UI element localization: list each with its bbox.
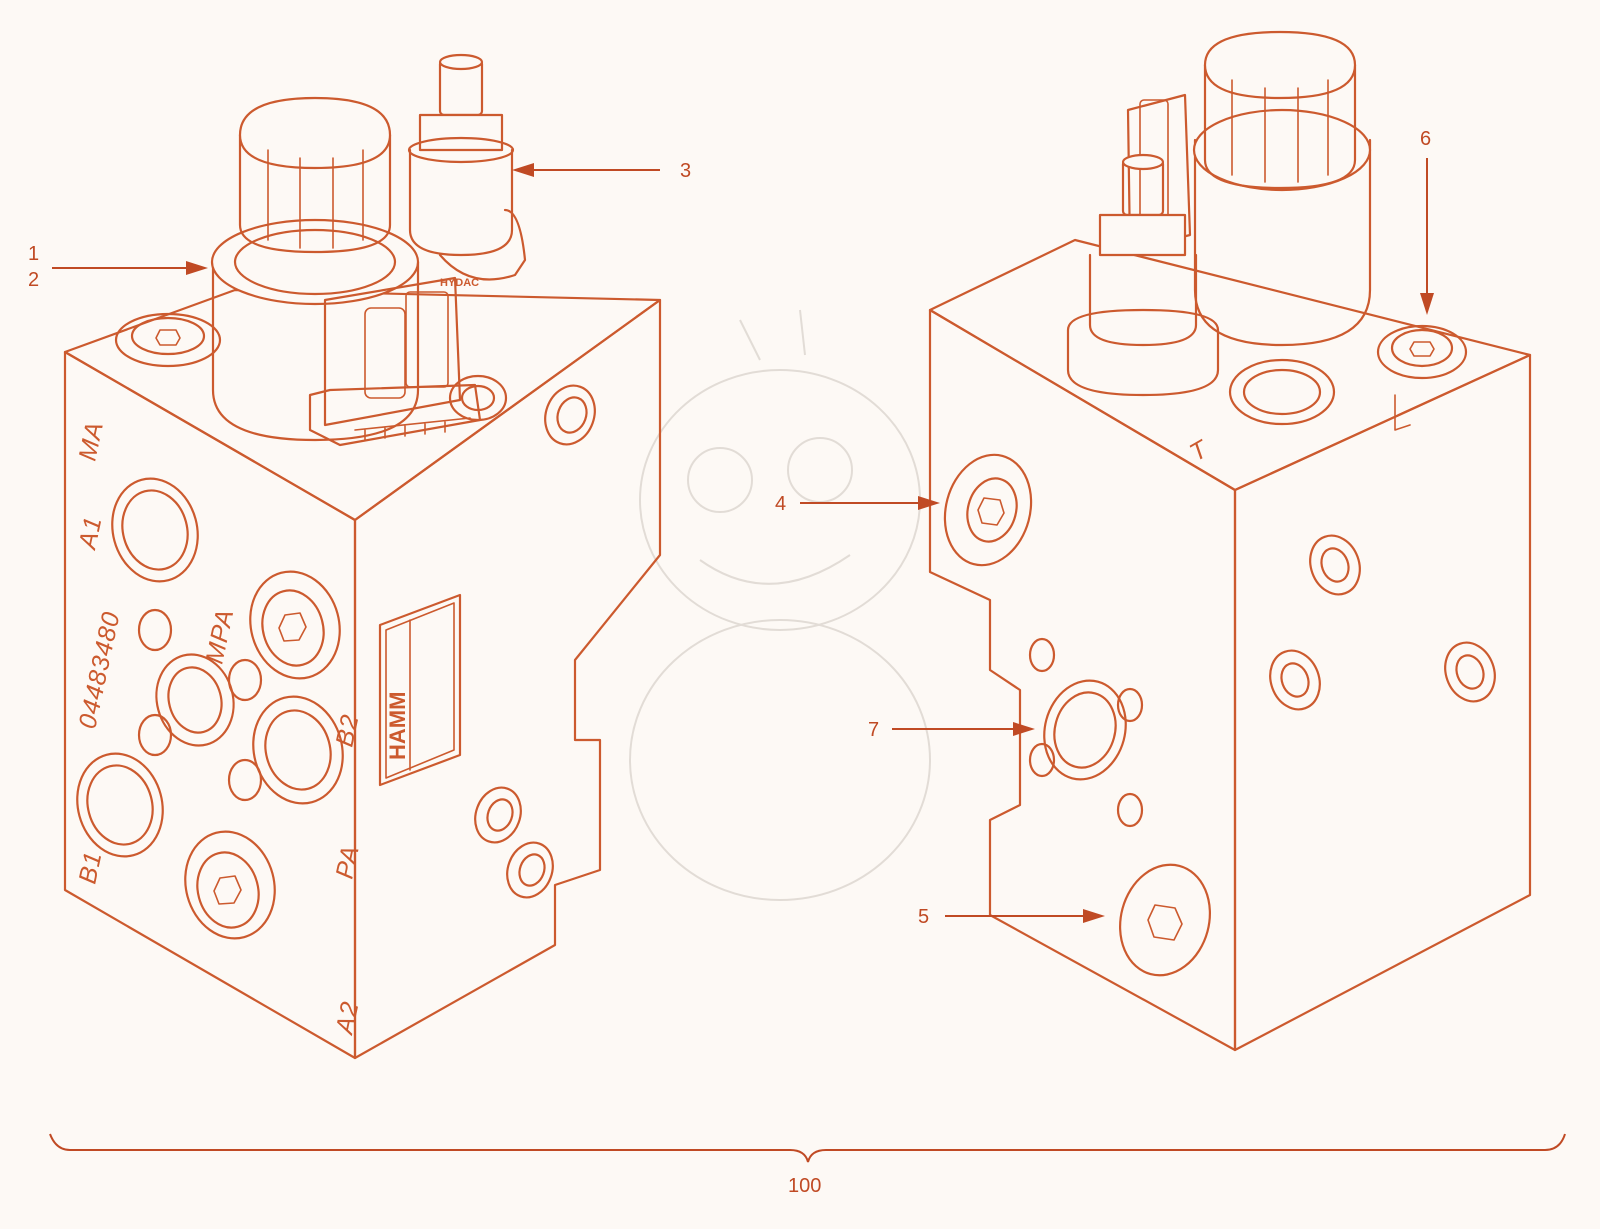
part-number: 04483480 — [73, 609, 125, 731]
callout-1-2: 1 2 — [28, 243, 208, 291]
dimension-brace: 100 — [49, 1133, 1566, 1197]
callout-label-3: 3 — [680, 160, 691, 182]
port-label-a1: A1 — [73, 514, 108, 554]
background-illustration — [629, 309, 931, 901]
callout-label-1: 1 — [28, 243, 39, 265]
port-label-mpa: MPA — [200, 606, 239, 666]
callout-3: 3 — [512, 160, 691, 182]
port-label-b2: B2 — [330, 712, 364, 750]
port-label-b1: B1 — [73, 849, 107, 887]
port-label-pa: PA — [330, 843, 364, 882]
dimension-label: 100 — [788, 1175, 821, 1197]
callout-6: 6 — [1420, 128, 1434, 315]
callout-label-6: 6 — [1420, 128, 1431, 150]
port-label-ma: MA — [73, 419, 109, 463]
callout-7: 7 — [868, 719, 1035, 741]
callout-label-2: 2 — [28, 269, 39, 291]
callout-4: 4 — [775, 493, 940, 515]
callout-label-7: 7 — [868, 719, 879, 741]
sensor-brand-mark: HYDAC — [440, 277, 479, 289]
callout-label-5: 5 — [918, 906, 929, 928]
right-valve-block — [928, 30, 1532, 1052]
callout-label-4: 4 — [775, 493, 786, 515]
left-valve-block: HYDAC — [63, 53, 662, 1060]
callout-5: 5 — [918, 906, 1105, 928]
plate-brand: HAMM — [385, 692, 410, 760]
port-label-a2: A2 — [330, 999, 365, 1039]
